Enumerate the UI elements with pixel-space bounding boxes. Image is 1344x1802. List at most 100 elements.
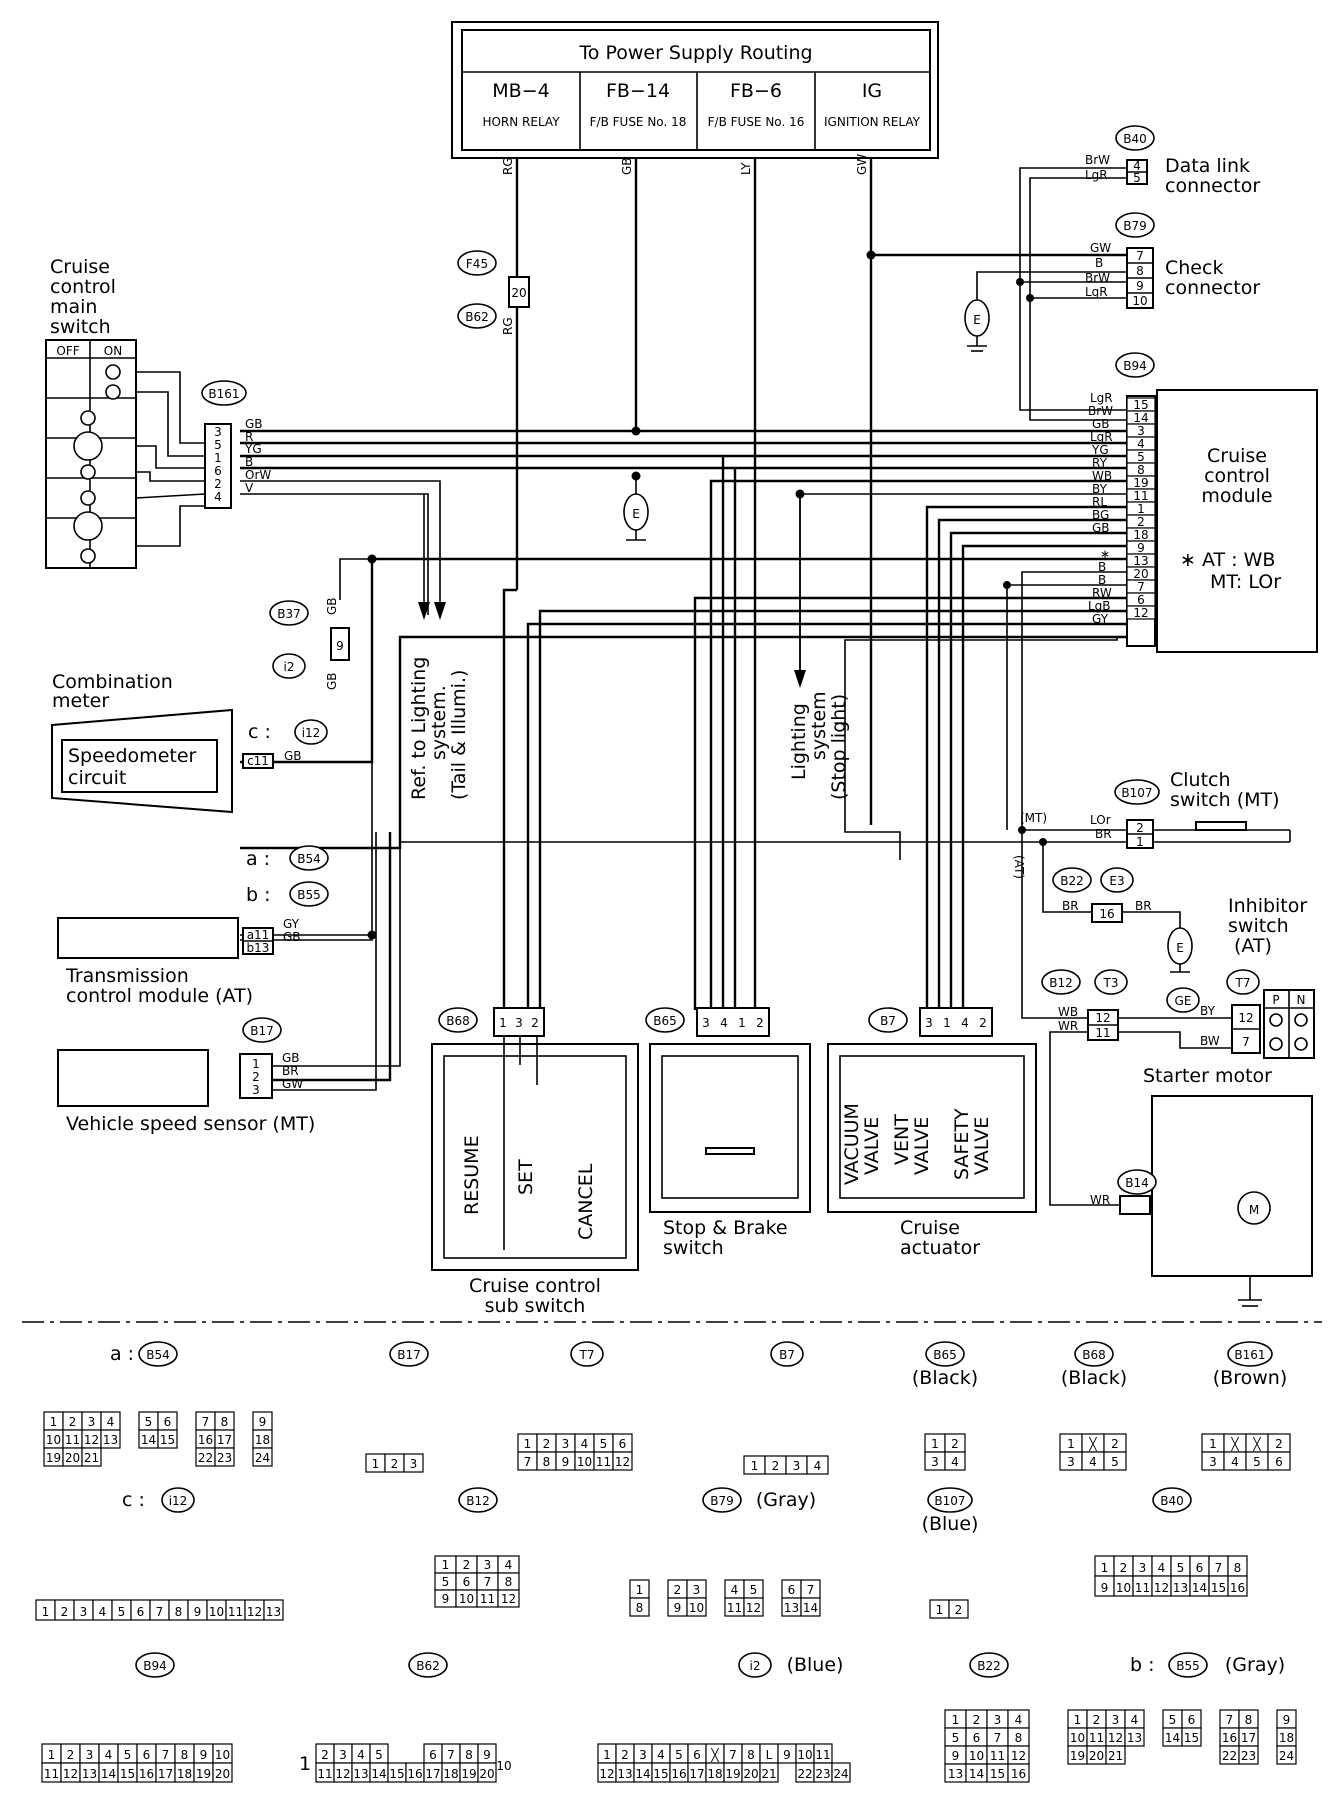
prefix-b: b :: [246, 884, 271, 906]
tcm-label: control module (AT): [66, 985, 253, 1007]
legend-b62: B62: [416, 1659, 440, 1673]
lighting-stop: system: [808, 691, 830, 760]
legend-b94-grid-pin: 10: [215, 1748, 230, 1762]
cancel-label: CANCEL: [575, 1163, 597, 1240]
legend-b94-grid-pin: 2: [67, 1748, 75, 1762]
wire-color-br: BR: [1135, 899, 1152, 913]
wire-color-gw: GW: [855, 154, 869, 175]
legend-i12-grid-pin: 12: [247, 1605, 262, 1619]
legend-b40-grid-pin: 8: [1234, 1561, 1242, 1575]
legend-b55-grid-pin: 18: [1279, 1731, 1294, 1745]
legend-b62-grid-pin: 6: [429, 1748, 437, 1762]
switch-on-label: ON: [104, 344, 122, 358]
legend-b62-grid-cell: [477, 1762, 497, 1783]
legend-b94-grid-pin: 7: [162, 1748, 170, 1762]
legend-b12: B12: [466, 1494, 490, 1508]
stop-brake-label: Stop & Brake: [663, 1217, 788, 1239]
e3-tag: E3: [1109, 874, 1124, 888]
legend-b79-grid-pin: 1: [636, 1583, 644, 1597]
legend-t7-grid-pin: 2: [543, 1437, 551, 1451]
wire-color-rl: RL: [1092, 495, 1107, 509]
i2-tag: i2: [284, 660, 295, 674]
legend-i2: i2: [750, 1659, 761, 1673]
legend-b55-grid-pin: 7: [1226, 1713, 1234, 1727]
legend-b79-grid-pin: 9: [674, 1601, 682, 1615]
legend-b68-grid-pin: 2: [1111, 1437, 1119, 1451]
legend-b79-grid-cell: [743, 1597, 764, 1617]
legend-b54-grid-pin: 22: [198, 1451, 213, 1465]
wire-color-r: R: [245, 430, 253, 444]
legend-b22-grid-pin: 1: [952, 1713, 960, 1727]
main-switch-label: main: [50, 296, 97, 318]
t7-tag: T7: [1235, 976, 1251, 990]
legend-b7-grid-pin: 3: [793, 1459, 801, 1473]
legend-i2-grid-pin: 5: [675, 1748, 683, 1762]
safety-label: VALVE: [971, 1117, 993, 1175]
legend-b55-grid-cell: [1276, 1745, 1297, 1765]
b68-pin: 3: [515, 1016, 523, 1030]
legend-b55-grid-pin: 10: [1070, 1731, 1085, 1745]
legend-b94-grid-pin: 12: [63, 1767, 78, 1781]
legend-b55-grid-pin: 17: [1241, 1731, 1256, 1745]
legend-b54-grid-pin: 15: [160, 1433, 175, 1447]
legend-b22-grid-pin: 5: [952, 1731, 960, 1745]
legend-t7-grid-pin: 1: [524, 1437, 532, 1451]
legend-b55-grid-cell: [1238, 1745, 1259, 1765]
legend-t7-grid-pin: 3: [562, 1437, 570, 1451]
b94-pin: 8: [1137, 463, 1145, 477]
b68-pin: 2: [531, 1016, 539, 1030]
legend-b22-grid-pin: 3: [994, 1713, 1002, 1727]
mt-label: (MT): [1020, 811, 1047, 825]
legend-b79-grid-cell: [686, 1597, 707, 1617]
legend-b62-grid-pin: 16: [407, 1767, 422, 1781]
legend-i2-grid-pin: 18: [707, 1767, 722, 1781]
vacuum-label: VACUUM: [841, 1103, 863, 1185]
legend-b40-grid-pin: 4: [1158, 1561, 1166, 1575]
legend-brown: (Brown): [1213, 1367, 1287, 1389]
b94-pin: 5: [1137, 450, 1145, 464]
legend-b40-grid-pin: 9: [1101, 1581, 1109, 1595]
tcm-pin: a11: [247, 928, 270, 942]
data-link-label: connector: [1165, 175, 1260, 197]
legend-b54-grid-pin: 9: [259, 1415, 267, 1429]
wire-color-wb: WB: [1058, 1005, 1078, 1019]
module-label: control: [1204, 465, 1270, 487]
b94-pin: 19: [1133, 476, 1148, 490]
prefix-a: a :: [246, 848, 270, 870]
legend-b54-grid-pin: 24: [255, 1451, 270, 1465]
legend-black: (Black): [1061, 1367, 1127, 1389]
power-col-desc: F/B FUSE No. 16: [708, 115, 805, 129]
b94-pin: 15: [1133, 398, 1148, 412]
legend-i2-grid-pin: 23: [815, 1767, 830, 1781]
power-supply-table: To Power Supply Routing MB−4 HORN RELAY …: [451, 21, 939, 159]
legend-b22-grid-pin: 8: [1015, 1731, 1023, 1745]
legend-b94-grid-pin: 20: [215, 1767, 230, 1781]
vacuum-label: VALVE: [861, 1117, 883, 1175]
switch-off-label: OFF: [56, 344, 79, 358]
legend-i12-grid-pin: 8: [175, 1605, 183, 1619]
legend-b55-grid-pin: 23: [1241, 1749, 1256, 1763]
wire-color-br: BR: [1095, 827, 1112, 841]
legend-b55-grid-cell: [1124, 1727, 1145, 1747]
legend-b54-grid-pin: 4: [107, 1415, 115, 1429]
legend-b79-grid-pin: 3: [693, 1583, 701, 1597]
check-connector-label: Check: [1165, 257, 1223, 279]
legend-i2-grid-pin: 4: [657, 1748, 665, 1762]
b7-tag: B7: [880, 1014, 896, 1028]
actuator-label: Cruise: [900, 1217, 960, 1239]
actuator-label: actuator: [900, 1237, 980, 1259]
legend-i12-grid-pin: 11: [228, 1605, 243, 1619]
legend-b40-grid-pin: 2: [1120, 1561, 1128, 1575]
legend-b65-grid-pin: 3: [931, 1455, 939, 1469]
legend-b94-grid-pin: 3: [86, 1748, 94, 1762]
legend-i2-grid-pin: 17: [689, 1767, 704, 1781]
legend-b12-grid-pin: 1: [442, 1558, 450, 1572]
wire-color-star: ∗: [1100, 547, 1110, 561]
legend-b54-grid-pin: 23: [217, 1451, 232, 1465]
module-note: ∗ AT : WB: [1180, 549, 1275, 571]
legend-b55-grid-pin: 5: [1169, 1713, 1177, 1727]
legend-b62-grid-pin: 3: [339, 1748, 347, 1762]
